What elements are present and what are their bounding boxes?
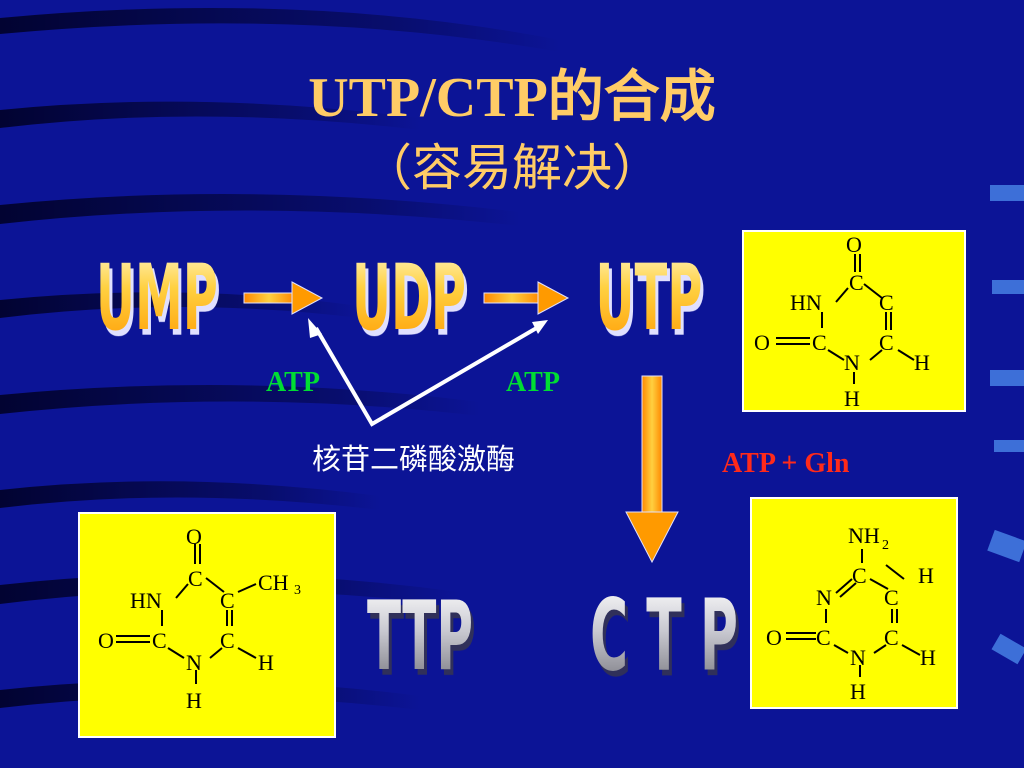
ump-label: UMP xyxy=(96,245,218,352)
enzyme-arrows xyxy=(314,324,542,427)
atp-right-label: ATP xyxy=(506,367,560,398)
thymine-o-left: O xyxy=(98,628,114,653)
cytosine-o-left: O xyxy=(766,625,782,650)
atp-gln-label: ATP + Gln xyxy=(722,448,850,479)
uracil-structure: O C HN C O C C N H H xyxy=(742,230,966,412)
arrow-ump-to-udp xyxy=(243,281,324,315)
uracil-h-bottom: H xyxy=(844,386,860,410)
uracil-c-left: C xyxy=(812,330,827,355)
utp-label: UTP xyxy=(595,245,703,352)
edge-dash xyxy=(994,440,1024,452)
edge-dash xyxy=(987,529,1024,563)
enzyme-label: 核苷二磷酸激酶 xyxy=(312,442,516,476)
cytosine-nh: NH xyxy=(848,523,880,548)
thymine-ch-sub: 3 xyxy=(294,583,301,598)
cytosine-h-bottom: H xyxy=(850,679,866,704)
uracil-hn: HN xyxy=(790,290,822,315)
ttp-label: TTP xyxy=(366,581,473,692)
cytosine-structure: NH 2 C H N C O C C N H H xyxy=(750,497,958,709)
uracil-o-left: O xyxy=(754,330,770,355)
uracil-o-top: O xyxy=(846,232,862,257)
thymine-ch: CH xyxy=(258,570,289,595)
thymine-h-right: H xyxy=(258,650,274,675)
cytosine-h-top: H xyxy=(918,563,934,588)
uracil-c-lower: C xyxy=(879,330,894,355)
cytosine-h-right: H xyxy=(920,645,936,670)
page-title: UTP/CTP的合成 xyxy=(308,67,716,129)
uracil-c-top: C xyxy=(849,270,864,295)
thymine-c-lower: C xyxy=(220,628,235,653)
edge-dash xyxy=(990,370,1024,386)
cytosine-c-left: C xyxy=(816,625,831,650)
page-subtitle: （容易解决） xyxy=(362,140,662,196)
edge-dash xyxy=(992,280,1024,294)
cytosine-nh-sub: 2 xyxy=(882,538,889,553)
thymine-structure: O C HN C CH 3 O C C N H H xyxy=(78,512,336,738)
thymine-c-left: C xyxy=(152,628,167,653)
cytosine-c-right: C xyxy=(884,585,899,610)
cytosine-n: N xyxy=(850,645,866,670)
cytosine-c-lower: C xyxy=(884,625,899,650)
thymine-h-bottom: H xyxy=(186,688,202,713)
thymine-c-right: C xyxy=(220,588,235,613)
thymine-c-top: C xyxy=(188,566,203,591)
enzyme-arrowhead-right xyxy=(532,320,548,334)
atp-left-label: ATP xyxy=(266,367,320,398)
udp-label: UDP xyxy=(352,245,466,352)
cytosine-c-top: C xyxy=(852,563,867,588)
cytosine-n-left: N xyxy=(816,585,832,610)
edge-dash xyxy=(991,633,1024,665)
thymine-hn: HN xyxy=(130,588,162,613)
thymine-n: N xyxy=(186,650,202,675)
ctp-label: C T P xyxy=(590,580,738,694)
enzyme-arrowhead-left xyxy=(308,318,322,338)
edge-dash xyxy=(990,185,1024,201)
thymine-o-top: O xyxy=(186,524,202,549)
uracil-n: N xyxy=(844,350,860,375)
uracil-c-right: C xyxy=(879,290,894,315)
arrow-utp-to-ctp xyxy=(625,375,679,564)
arrow-udp-to-utp xyxy=(483,281,570,315)
uracil-h-right: H xyxy=(914,350,930,375)
